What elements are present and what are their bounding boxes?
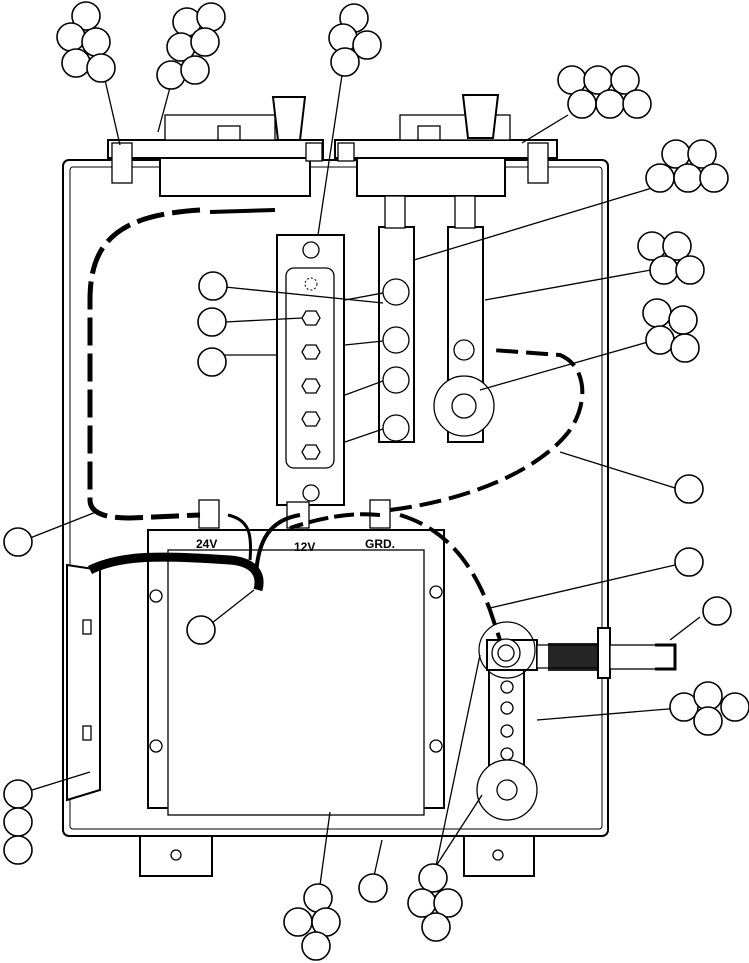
callout-terminal-strip	[197, 271, 228, 377]
callout-cluster-ground-bus	[669, 681, 749, 736]
ground-bus	[476, 621, 677, 821]
callout-cluster-right-3	[642, 298, 700, 363]
callout-cluster-top-center-left	[156, 2, 226, 90]
ring-terminals	[344, 278, 410, 443]
callout-single-harness	[186, 615, 216, 645]
callout-single-right-ground-wire	[674, 547, 704, 577]
wires	[87, 207, 585, 641]
leader-lines	[24, 74, 701, 886]
callout-single-left-wire	[3, 527, 33, 557]
terminal-label-24v: 24V	[196, 537, 217, 551]
top-connector-right	[334, 94, 558, 197]
callout-single-bottom	[358, 873, 388, 903]
converter-box: 24V 12V GRD.	[147, 499, 445, 816]
terminal-label-12v: 12V	[294, 540, 315, 554]
top-connector-left	[107, 96, 324, 197]
callout-cluster-top-left	[56, 1, 116, 83]
bus-bar-left	[378, 195, 415, 443]
terminal-label-grd: GRD.	[365, 537, 395, 551]
callout-cluster-top-center	[328, 3, 382, 77]
callout-cluster-side-panel	[3, 779, 33, 865]
callout-cluster-bottom-center	[283, 883, 341, 961]
callout-cluster-right-2	[637, 231, 705, 285]
bus-bar-right	[433, 195, 495, 443]
callout-single-cable	[702, 596, 732, 626]
callout-cluster-right-1	[645, 139, 729, 193]
terminal-strip	[276, 234, 345, 506]
side-panel	[66, 563, 101, 802]
callout-cluster-bottom-right	[407, 863, 463, 942]
callout-single-right-wire	[674, 474, 704, 504]
callout-cluster-top-right	[557, 65, 652, 119]
